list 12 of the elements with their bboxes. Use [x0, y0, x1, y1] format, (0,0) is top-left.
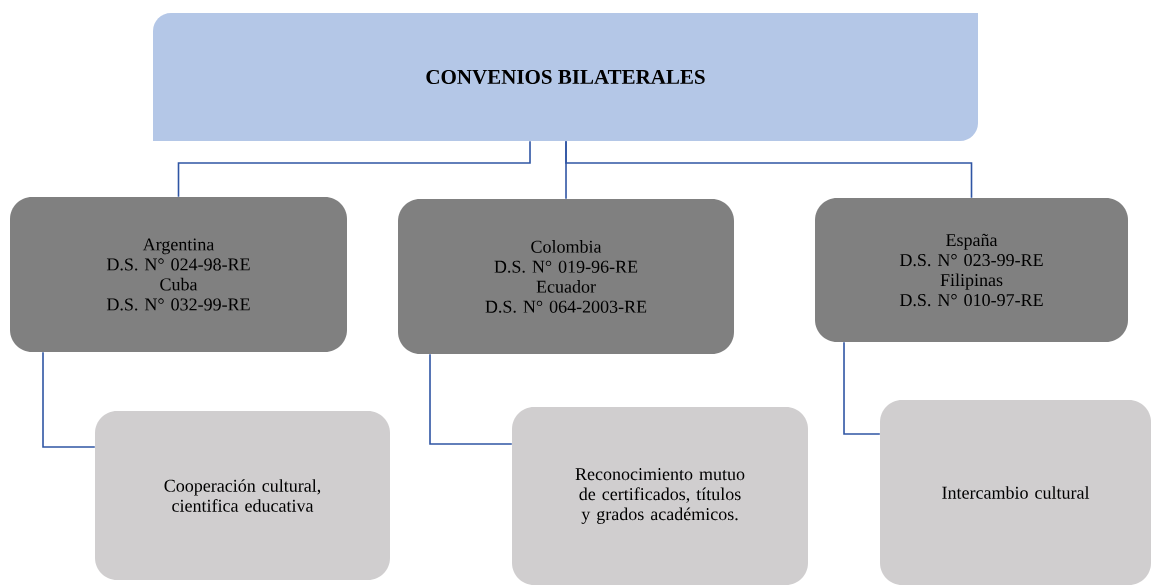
title-banner: CONVENIOS BILATERALES	[153, 13, 978, 141]
topic-box: Cooperación cultural, cientifica educativa	[95, 411, 390, 580]
connector-line	[42, 351, 96, 448]
connector-line	[177, 140, 531, 198]
connector-line	[429, 353, 513, 445]
topic-box: Intercambio cultural	[880, 400, 1151, 585]
country-box: Argentina D.S. N° 024-98-RE Cuba D.S. N° 032-99-RE	[10, 197, 347, 352]
country-box: España D.S. N° 023-99-RE Filipinas D.S. N° 010-97-RE	[815, 198, 1128, 342]
connector-line	[565, 140, 973, 199]
connector-line	[843, 341, 881, 435]
country-box: Colombia D.S. N° 019-96-RE Ecuador D.S. N° 064-2003-RE	[398, 199, 734, 354]
topic-box: Reconocimiento mutuo de certificados, títulos y grados académicos.	[512, 407, 808, 585]
